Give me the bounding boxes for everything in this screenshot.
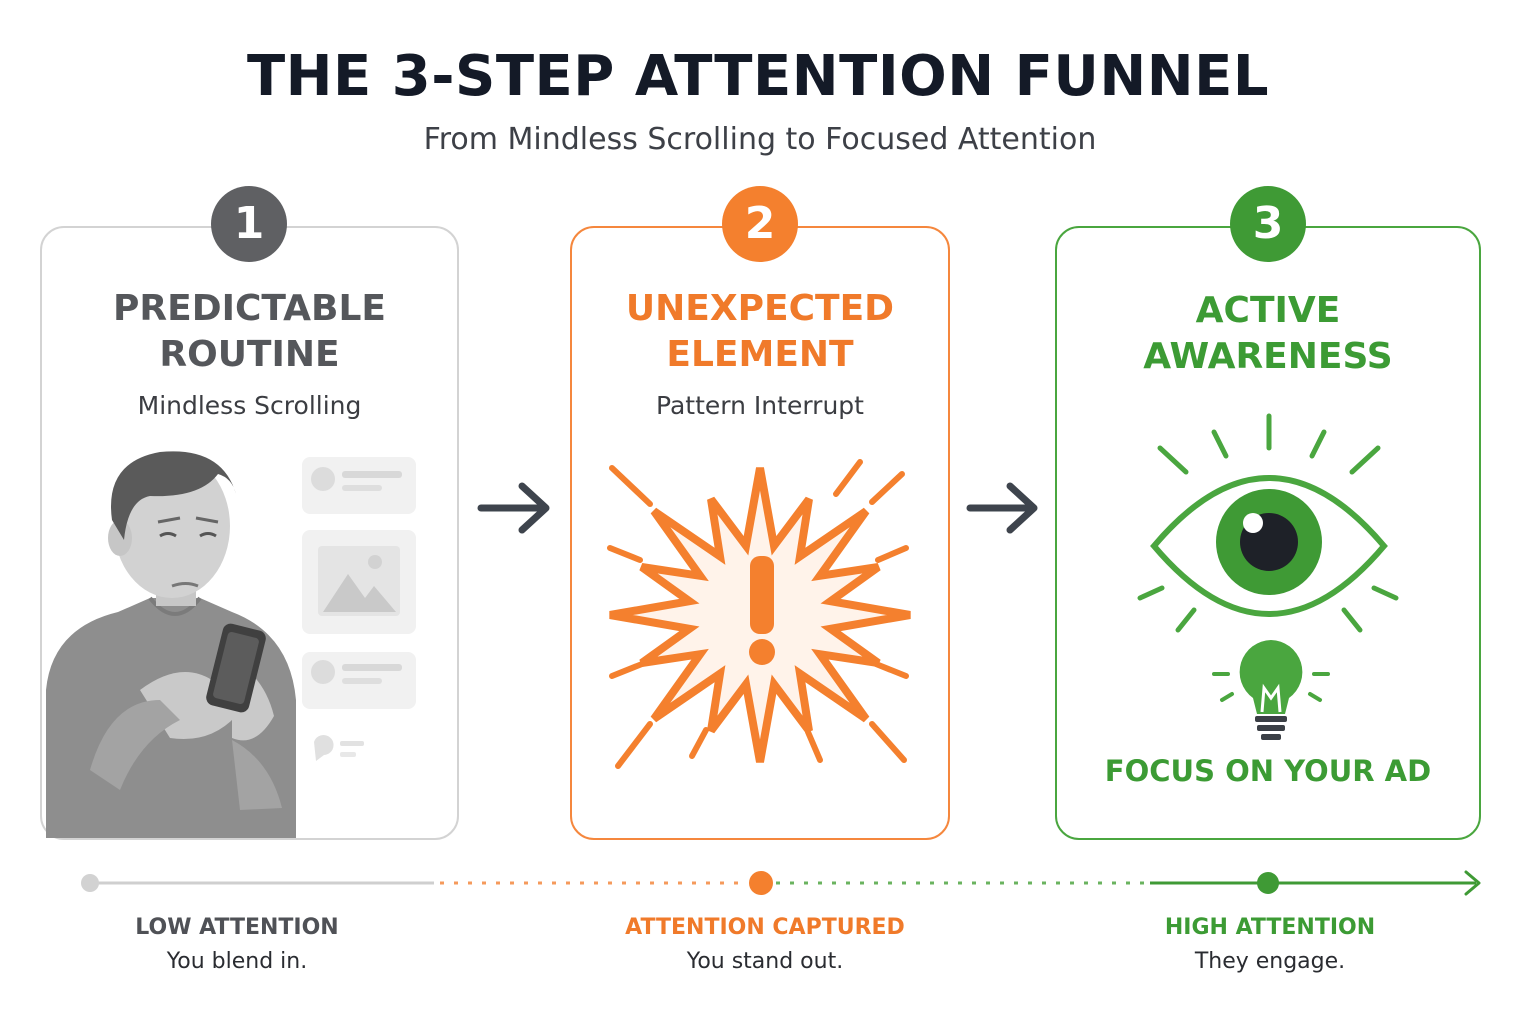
step-title-3-line1: ACTIVE (1195, 290, 1341, 331)
timeline-desc-captured: You stand out. (686, 949, 844, 974)
step-title-3-line2: AWARENESS (1143, 336, 1393, 377)
step-title-1-line1: PREDICTABLE (113, 288, 386, 329)
arrow-right-icon-2 (966, 482, 1038, 534)
step-number-badge-1: 1 (211, 186, 287, 262)
feed-placeholders-icon (302, 457, 416, 761)
page-title: THE 3-STEP ATTENTION FUNNEL (246, 44, 1270, 109)
attention-timeline (81, 870, 1481, 896)
timeline-label-low: LOW ATTENTION (135, 915, 339, 940)
step-number-badge-3: 3 (1230, 186, 1306, 262)
step-subtitle-2: Pattern Interrupt (656, 391, 864, 420)
step-subtitle-1: Mindless Scrolling (137, 391, 362, 420)
timeline-desc-low: You blend in. (166, 949, 308, 974)
step-title-3: ACTIVE AWARENESS (1055, 288, 1481, 380)
exclamation-burst-icon (607, 459, 911, 769)
step-number-badge-2: 2 (722, 186, 798, 262)
eye-icon (1137, 413, 1399, 633)
step-caption-3: FOCUS ON YOUR AD (1104, 754, 1432, 788)
timeline-dot-captured (749, 871, 773, 895)
timeline-dot-high (1257, 872, 1279, 894)
step-title-1-line2: ROUTINE (159, 334, 340, 375)
page-subtitle: From Mindless Scrolling to Focused Atten… (423, 122, 1097, 157)
step-title-2-line2: ELEMENT (666, 334, 854, 375)
step-title-2: UNEXPECTED ELEMENT (570, 286, 950, 378)
lightbulb-icon (1212, 640, 1330, 740)
timeline-label-high: HIGH ATTENTION (1164, 915, 1376, 940)
arrow-right-icon-1 (477, 482, 550, 534)
step-title-2-line1: UNEXPECTED (625, 288, 895, 329)
timeline-desc-high: They engage. (1194, 949, 1346, 974)
timeline-dot-low (81, 874, 99, 892)
person-scrolling-phone-icon (46, 451, 296, 838)
timeline-label-captured: ATTENTION CAPTURED (625, 915, 905, 940)
step-title-1: PREDICTABLE ROUTINE (40, 286, 459, 378)
